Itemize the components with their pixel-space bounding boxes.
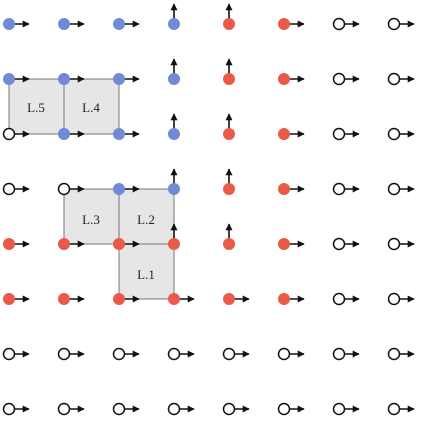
open-circle <box>387 127 401 141</box>
open-circle <box>2 347 16 361</box>
blue-dot <box>113 73 125 85</box>
open-circle <box>57 402 71 416</box>
red-dot <box>113 238 125 250</box>
blue-dot <box>168 183 180 195</box>
red-dot <box>223 18 235 30</box>
blue-dot <box>58 128 70 140</box>
open-circle <box>387 292 401 306</box>
blue-dot <box>58 73 70 85</box>
red-dot <box>58 238 70 250</box>
open-circle <box>222 402 236 416</box>
cell-l3 <box>63 188 120 245</box>
blue-dot <box>168 18 180 30</box>
red-dot <box>223 128 235 140</box>
open-circle <box>167 347 181 361</box>
cell-label-l5: L.5 <box>27 100 45 115</box>
blue-dot <box>113 18 125 30</box>
open-circle <box>277 402 291 416</box>
red-dot <box>278 128 290 140</box>
open-circle <box>2 182 16 196</box>
cell-label-l1: L.1 <box>137 267 155 282</box>
open-circle <box>2 402 16 416</box>
open-circle <box>387 17 401 31</box>
red-dot <box>223 183 235 195</box>
blue-dot <box>113 128 125 140</box>
blue-dot <box>168 73 180 85</box>
red-dot <box>168 238 180 250</box>
open-circle <box>332 292 346 306</box>
red-dot <box>278 18 290 30</box>
red-dot <box>278 293 290 305</box>
red-dot <box>278 238 290 250</box>
open-circle <box>112 402 126 416</box>
open-circle <box>332 127 346 141</box>
dot-layer <box>2 17 401 416</box>
open-circle <box>332 237 346 251</box>
red-dot <box>113 293 125 305</box>
red-dot <box>223 293 235 305</box>
open-circle <box>57 182 71 196</box>
red-dot <box>58 293 70 305</box>
open-circle <box>332 402 346 416</box>
open-circle <box>387 402 401 416</box>
blue-dot <box>113 183 125 195</box>
open-circle <box>332 347 346 361</box>
cell-l1 <box>118 243 175 300</box>
red-dot <box>223 73 235 85</box>
cell-l2 <box>118 188 175 245</box>
blue-dot <box>3 73 15 85</box>
cell-label-l2: L.2 <box>137 212 155 227</box>
open-circle <box>387 72 401 86</box>
cell-l5 <box>8 78 65 135</box>
open-circle <box>387 237 401 251</box>
open-circle <box>332 182 346 196</box>
open-circle <box>332 72 346 86</box>
red-dot <box>223 238 235 250</box>
red-dot <box>168 293 180 305</box>
open-circle <box>277 347 291 361</box>
open-circle <box>332 17 346 31</box>
open-circle <box>167 402 181 416</box>
blue-dot <box>168 128 180 140</box>
open-circle <box>222 347 236 361</box>
cell-l4 <box>63 78 120 135</box>
red-dot <box>3 293 15 305</box>
blue-dot <box>58 18 70 30</box>
open-circle <box>112 347 126 361</box>
open-circle <box>2 127 16 141</box>
open-circle <box>387 347 401 361</box>
cell-label-l4: L.4 <box>82 100 100 115</box>
red-dot <box>3 238 15 250</box>
label-layer: L.5 L.4 L.3 L.2 L.1 <box>27 100 155 282</box>
red-dot <box>278 73 290 85</box>
red-dot <box>278 183 290 195</box>
blue-dot <box>3 18 15 30</box>
open-circle <box>57 347 71 361</box>
cell-label-l3: L.3 <box>82 212 100 227</box>
cell-layer <box>8 78 175 300</box>
open-circle <box>387 182 401 196</box>
